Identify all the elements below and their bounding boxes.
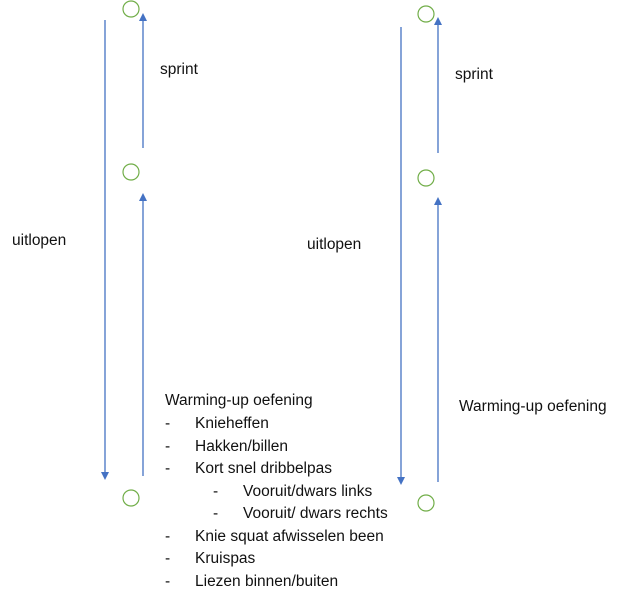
list-item: Knie squat afwisselen been xyxy=(195,527,384,545)
sprint-label-right: sprint xyxy=(455,66,493,83)
list-bullet: - xyxy=(165,415,171,432)
sprint-label-left: sprint xyxy=(160,61,198,78)
cone-circle xyxy=(417,169,435,187)
cone-circle xyxy=(122,163,140,181)
list-item: Hakken/billen xyxy=(195,437,289,455)
warmup-title-right: Warming-up oefening xyxy=(459,398,607,415)
list-bullet: - xyxy=(165,572,171,590)
list-item: Liezen binnen/buiten xyxy=(195,572,339,590)
list-bullet: - xyxy=(165,550,171,567)
list-bullet: - xyxy=(165,527,171,545)
list-item: Knieheffen xyxy=(195,415,269,432)
list-bullet: - xyxy=(213,505,219,522)
list-item: Kort snel dribbelpas xyxy=(195,460,332,477)
list-bullet: - xyxy=(165,460,171,477)
cone-circle xyxy=(417,5,435,23)
list-item: Kruispas xyxy=(195,550,256,567)
warmup-title-left: Warming-up oefening xyxy=(165,392,313,409)
list-bullet: - xyxy=(165,437,171,455)
list-bullet: - xyxy=(213,482,219,500)
list-item: Vooruit/dwars links xyxy=(243,482,373,500)
cone-circle xyxy=(122,489,140,507)
uitlopen-label-left: uitlopen xyxy=(12,232,67,249)
cone-circle xyxy=(122,0,140,18)
uitlopen-label-right: uitlopen xyxy=(307,236,362,253)
list-item: Vooruit/ dwars rechts xyxy=(243,505,388,522)
cone-circle xyxy=(417,494,435,512)
